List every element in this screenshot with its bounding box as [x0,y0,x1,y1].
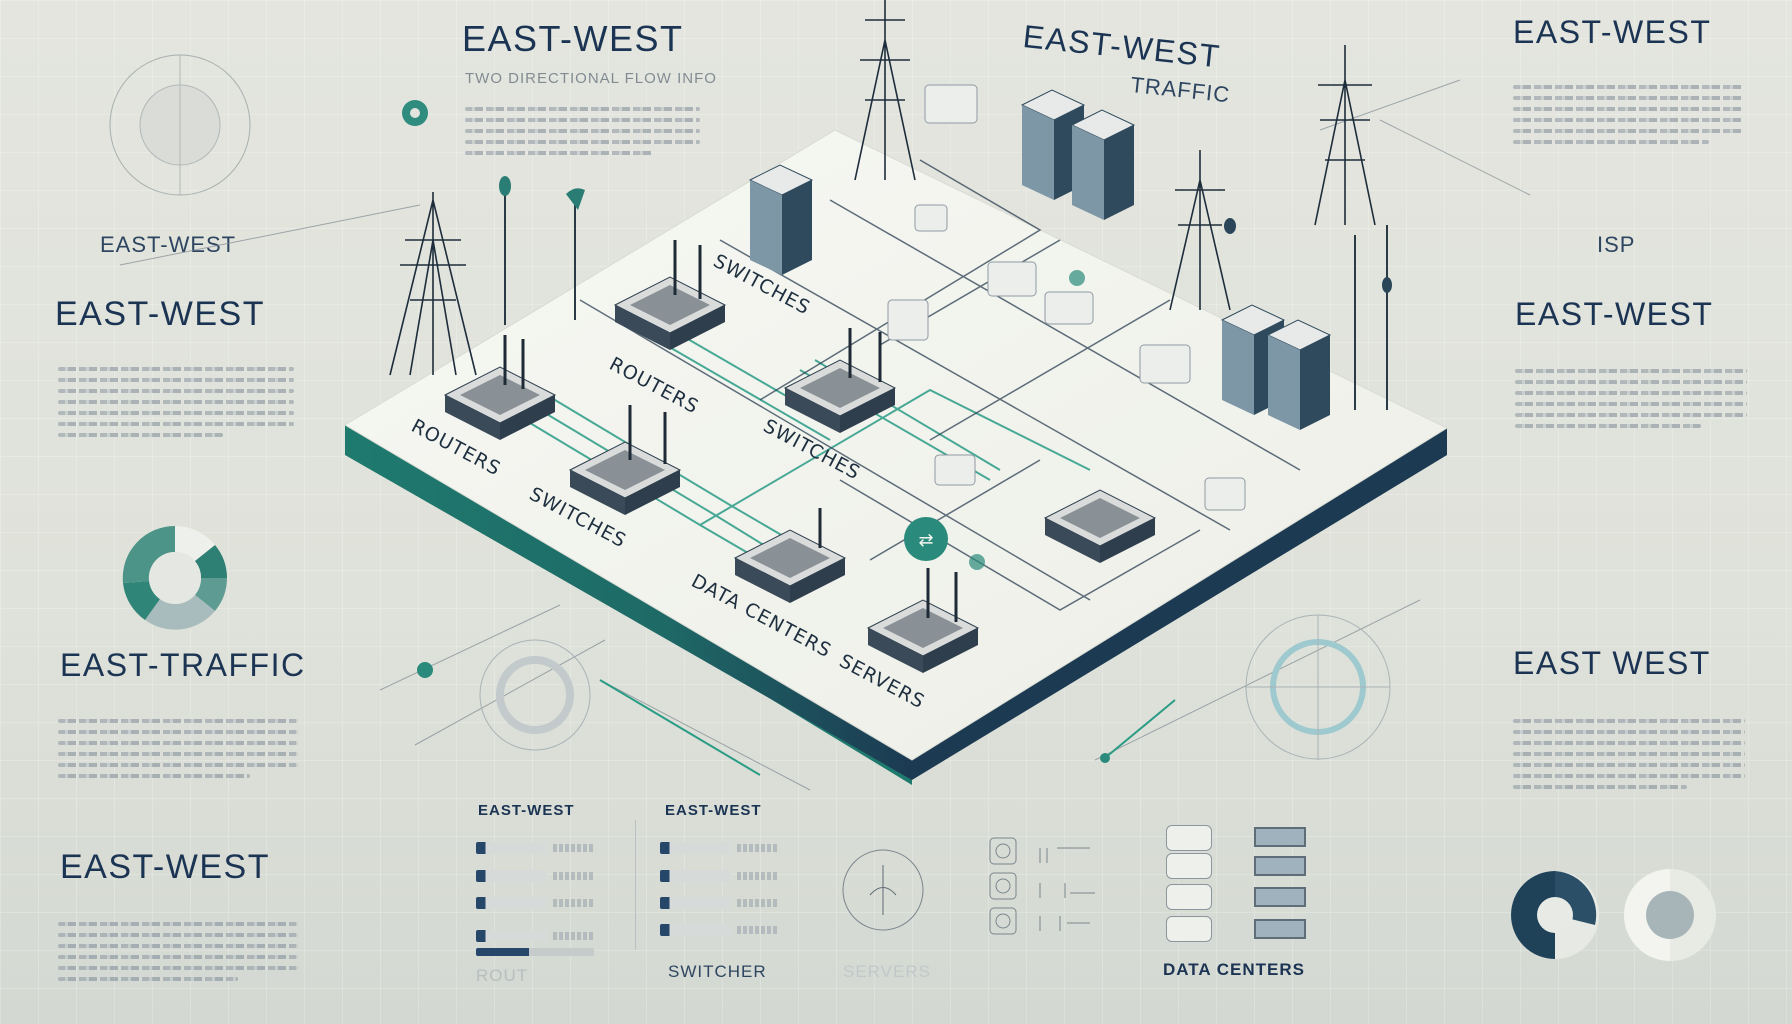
panel2-row [660,870,778,882]
dc-device [1166,916,1212,942]
left-bottom-label: EAST-WEST [60,848,270,886]
right-paragraph-1 [1515,362,1747,435]
dc-device [1166,884,1212,910]
title-right: EAST-WEST [1513,14,1712,50]
panel4-icon-grid [989,837,1095,935]
transmission-tower-icon [389,0,1376,376]
panel1-row [476,842,594,854]
panel4-footer: DATA CENTERS [1163,960,1306,979]
left-donut-caption: EAST-TRAFFIC [60,647,306,683]
left-paragraph-3 [58,915,298,988]
left-paragraph-1 [58,360,294,444]
dc-device [1166,825,1212,851]
panel3-shield-icon [842,849,924,931]
panel2-title: EAST-WEST [665,802,762,819]
dc-device [1166,853,1212,879]
router-icon [443,240,1157,673]
left-label-large: EAST-WEST [55,295,265,333]
right-top-paragraph [1513,78,1743,151]
panel1-row [476,930,594,942]
dc-status-bar [1254,827,1306,847]
panel2-row [660,897,778,909]
panel1-title: EAST-WEST [478,802,575,819]
left-paragraph-2 [58,712,298,785]
panel1-row [476,897,594,909]
left-label-small: EAST-WEST [100,232,237,257]
panel-divider [635,820,636,950]
right-label-isp: ISP [1597,232,1636,257]
panel1-row [476,870,594,882]
teal-dot-icon [402,100,428,126]
dc-status-bar [1254,919,1306,939]
title-top: EAST-WEST [462,18,684,59]
panel2-footer: SWITCHER [668,962,767,981]
dc-status-bar [1254,856,1306,876]
panel2-row [660,842,778,854]
antenna-icon [504,185,1388,410]
center-badge-icon: ⇄ [918,530,933,550]
left-target-icon [109,54,251,196]
right-label-lower: EAST WEST [1513,645,1711,681]
title-top-subtitle: TWO DIRECTIONAL FLOW INFO [465,70,717,87]
top-paragraph [465,100,700,162]
bottom-donut-charts [1511,869,1716,961]
left-donut-chart [122,525,227,630]
compass-target-icon [479,614,1391,760]
panel3-footer: SERVERS [843,962,931,981]
right-paragraph-2 [1513,712,1745,796]
panel1-progress [476,948,594,956]
server-rack-icon [748,89,1332,430]
panel2-row [660,924,778,936]
right-label-large: EAST-WEST [1515,296,1714,332]
panel1-footer: ROUT [476,966,529,985]
dc-status-bar [1254,887,1306,907]
